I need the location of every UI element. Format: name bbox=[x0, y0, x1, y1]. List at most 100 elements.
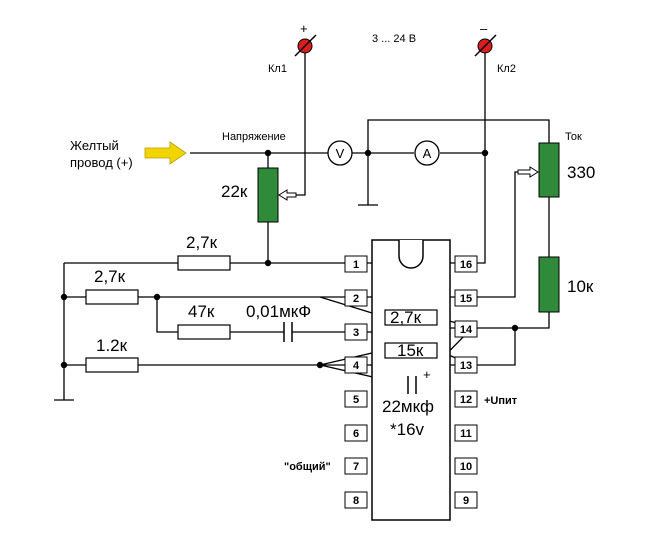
junction-dot bbox=[153, 293, 161, 301]
voltage-label: Напряжение bbox=[222, 131, 286, 143]
kl2-label: Кл2 bbox=[497, 63, 516, 75]
pot-wiper-arrow-icon bbox=[278, 189, 297, 201]
yellow-arrow-icon bbox=[144, 141, 187, 165]
voltmeter-label: V bbox=[336, 146, 345, 161]
ic-body bbox=[371, 239, 451, 521]
resistor-15k-internal bbox=[384, 342, 438, 359]
ammeter-icon bbox=[414, 140, 440, 166]
resistor-2-7k-pin2 bbox=[85, 289, 139, 305]
wire-14-13 bbox=[472, 328, 516, 366]
ic-pin-number: 12 bbox=[460, 394, 472, 406]
ic-pin-box bbox=[454, 356, 478, 374]
c-22-plus-sign: + bbox=[423, 367, 431, 382]
ic-pin-box bbox=[344, 491, 368, 509]
labels: + – 3 ... 24 В Кл1 Кл2 Желтый провод (+)… bbox=[70, 21, 595, 473]
ic-pin-box bbox=[344, 424, 368, 442]
ic-pin-box bbox=[344, 255, 368, 273]
ic-pin-box bbox=[344, 289, 368, 307]
kl2-minus-sign: – bbox=[480, 21, 488, 36]
terminal-kl2[interactable] bbox=[474, 34, 497, 57]
junction-dot bbox=[511, 324, 519, 332]
ic-left-pins: 1 2 3 4 5 6 7 8 bbox=[344, 255, 368, 509]
ic-pin-box bbox=[454, 424, 478, 442]
ic-pin-box bbox=[454, 390, 478, 408]
ic-pin-number: 1 bbox=[353, 259, 359, 271]
r-47k-label: 47к bbox=[188, 302, 215, 321]
resistor-2-7k-pin1 bbox=[177, 255, 231, 271]
junction-dot bbox=[60, 293, 68, 301]
ic-pin-number: 4 bbox=[353, 360, 360, 372]
r-15k-label: 15к bbox=[397, 341, 424, 360]
junction-dot bbox=[364, 149, 372, 157]
resistor-10k bbox=[538, 256, 560, 313]
resistor-1-2k bbox=[85, 357, 139, 373]
ic-pin-number: 9 bbox=[463, 495, 469, 507]
ic-pin-box bbox=[344, 390, 368, 408]
ic-pin-box bbox=[454, 491, 478, 509]
c-16v-label: *16v bbox=[390, 420, 425, 439]
ic-pin-number: 2 bbox=[353, 293, 359, 305]
common-label: "общий" bbox=[284, 461, 331, 473]
current-label: Ток bbox=[565, 131, 582, 143]
kl1-label: Кл1 bbox=[268, 63, 287, 75]
ammeter: A bbox=[414, 140, 440, 166]
resistor-47k bbox=[177, 324, 231, 340]
pot-22k-label: 22к bbox=[221, 182, 248, 201]
junction-dot bbox=[316, 361, 324, 369]
r-10k-label: 10к bbox=[567, 277, 594, 296]
r-330-label: 330 bbox=[567, 163, 595, 182]
ic-pin-box bbox=[454, 289, 478, 307]
yellow-wire-label-line2: провод (+) bbox=[70, 155, 133, 170]
wire-pin15 bbox=[472, 171, 525, 298]
terminal-kl2-slash bbox=[474, 34, 497, 57]
r-1-2k-label: 1.2к bbox=[96, 336, 128, 355]
ic-notch bbox=[398, 240, 424, 269]
potentiometer-22k bbox=[257, 167, 279, 223]
ic-pin-number: 7 bbox=[353, 461, 359, 473]
yellow-wire-label-line1: Желтый bbox=[70, 138, 119, 153]
wire-10k-pin14 bbox=[472, 312, 550, 329]
junction-dot bbox=[481, 149, 489, 157]
r-2-7k-pin1-label: 2,7к bbox=[186, 233, 218, 252]
current-wiper-arrow-icon bbox=[517, 166, 539, 178]
supply-range-label: 3 ... 24 В bbox=[372, 33, 416, 45]
ic-pin-box bbox=[454, 255, 478, 273]
wires bbox=[54, 46, 550, 401]
junction-dot bbox=[264, 149, 272, 157]
ic-pin-number: 11 bbox=[460, 428, 472, 440]
ic-right-pins: 16 15 14 13 12 11 10 9 bbox=[454, 255, 478, 509]
ic-pin-box bbox=[454, 320, 478, 338]
ammeter-label: A bbox=[423, 146, 432, 161]
junction-dot bbox=[60, 361, 68, 369]
ic-pin-number: 10 bbox=[460, 461, 472, 473]
ic-pin-number: 6 bbox=[353, 428, 359, 440]
ic-pin-number: 8 bbox=[353, 495, 359, 507]
ic-pin-box bbox=[344, 356, 368, 374]
c-0-01-label: 0,01мкФ bbox=[246, 302, 311, 321]
ic-pin-box bbox=[344, 457, 368, 475]
r-2-7k-internal-label: 2,7к bbox=[390, 308, 422, 327]
terminal-kl1[interactable] bbox=[294, 34, 317, 57]
vcc-label: +Uпит bbox=[484, 395, 518, 407]
ic-pin-number: 3 bbox=[353, 327, 359, 339]
ic-pin-number: 16 bbox=[460, 259, 472, 271]
c-22-label: 22мкф bbox=[382, 397, 434, 416]
ic-pin-box bbox=[454, 457, 478, 475]
ic-pin-number: 15 bbox=[460, 293, 472, 305]
voltmeter-icon bbox=[327, 140, 353, 166]
kl1-plus-sign: + bbox=[300, 21, 308, 36]
voltmeter: V bbox=[327, 140, 353, 166]
ic-pin-number: 13 bbox=[460, 360, 472, 372]
r-2-7k-pin2-label: 2,7к bbox=[94, 267, 126, 286]
ic-chip bbox=[371, 239, 451, 521]
ic-pin-number: 5 bbox=[353, 394, 359, 406]
resistor-330 bbox=[538, 142, 560, 198]
wire-top-loop bbox=[367, 119, 550, 153]
terminal-kl1-slash bbox=[294, 34, 317, 57]
ic-pin-box bbox=[344, 323, 368, 341]
junction-dot bbox=[264, 259, 272, 267]
resistor-2-7k-internal bbox=[384, 309, 438, 326]
ic-pin-number: 14 bbox=[460, 324, 473, 336]
